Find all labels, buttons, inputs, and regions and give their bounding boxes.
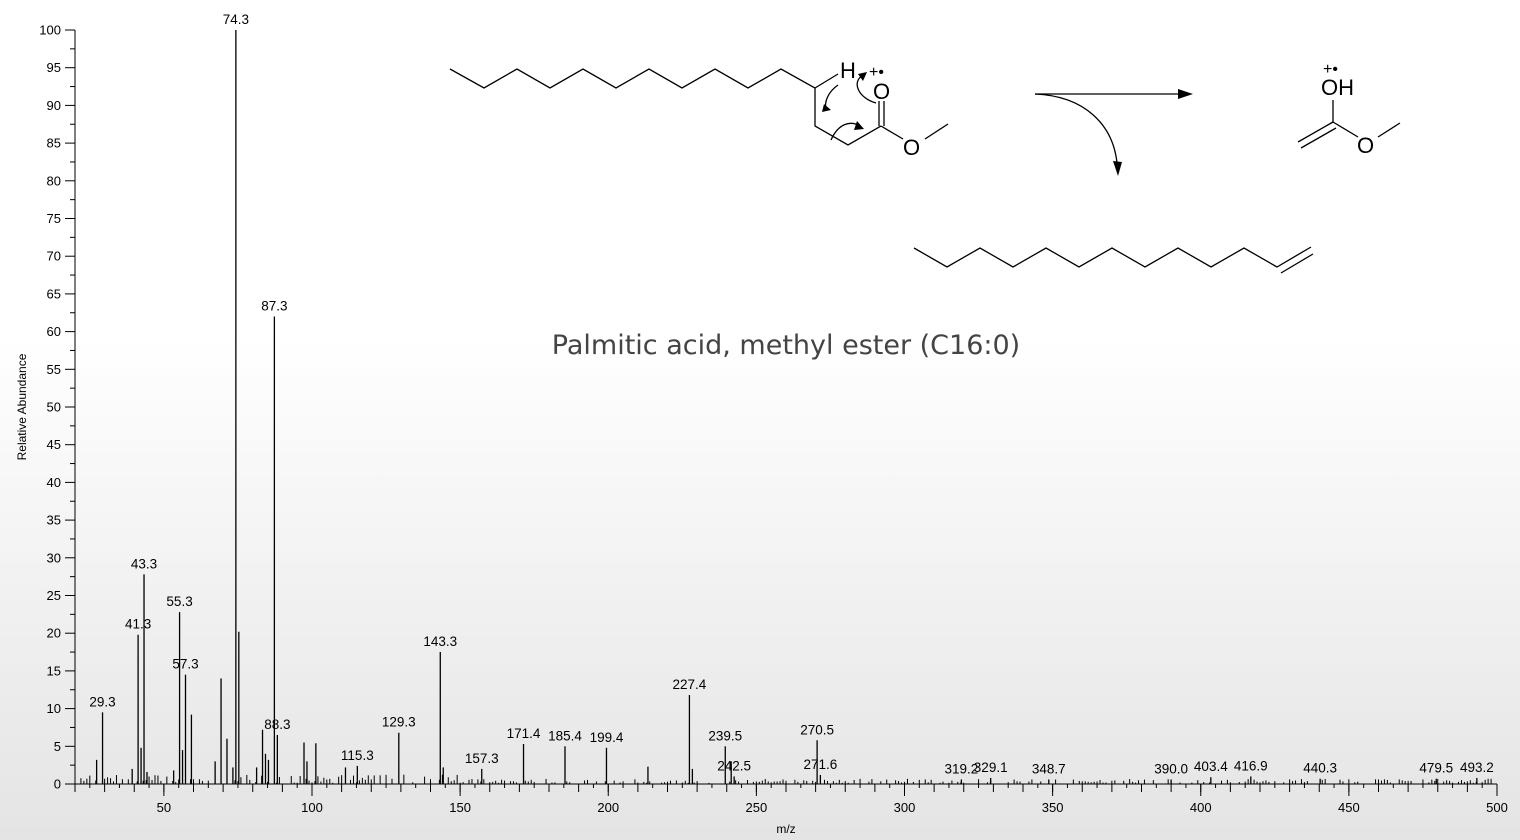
peak-label: 185.4: [548, 728, 582, 743]
x-tick-label: 50: [157, 800, 171, 815]
peak-label: 143.3: [423, 634, 457, 649]
peak-label: 88.3: [264, 717, 290, 732]
y-tick-label: 90: [47, 98, 61, 113]
mclafferty-ion-structure: OH +• O: [1297, 61, 1401, 158]
y-tick-label: 10: [47, 701, 61, 716]
reactant-structure: H O +• O: [449, 58, 949, 160]
peak-label: 171.4: [507, 726, 541, 741]
x-tick-label: 400: [1190, 800, 1212, 815]
peak-label: 493.2: [1460, 760, 1494, 775]
peak-label: 57.3: [172, 657, 198, 672]
o-methyl-bond: [1377, 122, 1401, 138]
hydroxyl-group: OH: [1321, 75, 1354, 100]
peak-label: 329.1: [974, 760, 1008, 775]
x-tick-label: 450: [1338, 800, 1360, 815]
y-tick-label: 5: [54, 739, 61, 754]
double-bond-2: [1300, 127, 1337, 149]
peak-label: 129.3: [382, 715, 416, 730]
hydrogen-atom: H: [840, 58, 856, 83]
plot-axes: [74, 30, 1497, 785]
alkene-structure: [913, 246, 1314, 274]
peak-label: 227.4: [673, 677, 707, 692]
double-bond-1: [1297, 121, 1334, 143]
methoxy-bond: [924, 123, 949, 140]
product-arrowhead: [1178, 89, 1193, 99]
y-tick-label: 35: [47, 513, 61, 528]
x-tick-label: 500: [1486, 800, 1508, 815]
y-tick-label: 40: [47, 475, 61, 490]
reaction-arrows: [1034, 89, 1193, 176]
y-tick-label: 15: [47, 663, 61, 678]
alkene-chain: [913, 246, 1312, 268]
terminal-double-bond: [1280, 253, 1314, 274]
peak-label: 41.3: [125, 617, 151, 632]
peak-label: 74.3: [223, 12, 249, 27]
bond-shift-arrowhead-1: [822, 104, 831, 112]
peak-label: 440.3: [1303, 761, 1337, 776]
bond-shift-arrowhead-2: [854, 121, 864, 130]
peak-label: 55.3: [166, 594, 192, 609]
peak-label: 29.3: [89, 694, 115, 709]
peak-label: 479.5: [1419, 761, 1453, 776]
x-tick-label: 250: [746, 800, 768, 815]
x-axis-title: m/z: [776, 822, 795, 836]
y-ticks: 0 5 10 15 20 25 30 35 40 45 50 55 60 65 70 75 80 85 90 95 10…: [39, 23, 75, 792]
x-tick-label: 100: [301, 800, 323, 815]
y-tick-label: 45: [47, 437, 61, 452]
peak-label: 348.7: [1032, 761, 1066, 776]
y-tick-label: 65: [47, 286, 61, 301]
y-tick-label: 0: [54, 777, 61, 792]
h-transfer-arrowhead: [858, 72, 867, 81]
peak-label: 115.3: [341, 748, 374, 763]
peak-label: 271.6: [803, 757, 837, 772]
y-axis-title: Relative Abundance: [15, 353, 29, 460]
x-tick-label: 350: [1042, 800, 1064, 815]
c-h-bond: [814, 73, 839, 89]
neutral-loss-arrowhead: [1113, 161, 1122, 176]
h-transfer-arrow: [856, 75, 877, 104]
carbonyl-oxygen: O: [873, 79, 890, 104]
peak-label: 270.5: [800, 722, 834, 737]
x-tick-label: 200: [597, 800, 619, 815]
ether-oxygen: O: [903, 135, 920, 160]
compound-caption: Palmitic acid, methyl ester (C16:0): [552, 330, 1020, 361]
c-o-bond: [1332, 121, 1359, 138]
peak-labels: 29.3 41.3 43.3 55.3 57.3 74.3 87.3 88.3 115.3 129…: [89, 12, 1493, 776]
product-ether-oxygen: O: [1357, 133, 1374, 158]
bond-shift-arrow-1: [824, 84, 839, 111]
x-ticks: 50 100 150 200 250 300 350 400 450 500: [74, 784, 1508, 815]
x-tick-label: 150: [449, 800, 471, 815]
peak-label: 242.5: [717, 758, 751, 773]
y-tick-label: 55: [47, 362, 61, 377]
radical-cation-charge: +•: [869, 64, 884, 81]
y-tick-label: 95: [47, 60, 61, 75]
y-tick-label: 60: [47, 324, 61, 339]
peak-label: 157.3: [465, 751, 499, 766]
spectrum-peaks: [95, 30, 1478, 784]
peak-label: 390.0: [1154, 761, 1188, 776]
peak-label: 403.4: [1194, 759, 1228, 774]
y-tick-label: 100: [39, 23, 61, 38]
peak-label: 199.4: [590, 730, 624, 745]
baseline-noise: [80, 774, 1492, 784]
peak-label: 416.9: [1234, 758, 1268, 773]
peak-label: 43.3: [131, 556, 157, 571]
y-tick-label: 50: [47, 400, 61, 415]
y-tick-label: 20: [47, 626, 61, 641]
y-tick-label: 70: [47, 249, 61, 264]
y-tick-label: 30: [47, 550, 61, 565]
peak-label: 319.2: [944, 761, 978, 776]
x-tick-label: 300: [894, 800, 916, 815]
y-tick-label: 85: [47, 136, 61, 151]
peak-label: 239.5: [708, 728, 742, 743]
y-tick-label: 80: [47, 173, 61, 188]
ester-bond: [880, 125, 904, 140]
ion-charge: +•: [1323, 61, 1338, 78]
y-tick-label: 25: [47, 588, 61, 603]
neutral-loss-arrow: [1034, 93, 1118, 164]
peak-label: 87.3: [261, 299, 287, 314]
y-tick-label: 75: [47, 211, 61, 226]
alkyl-chain: [449, 68, 882, 146]
